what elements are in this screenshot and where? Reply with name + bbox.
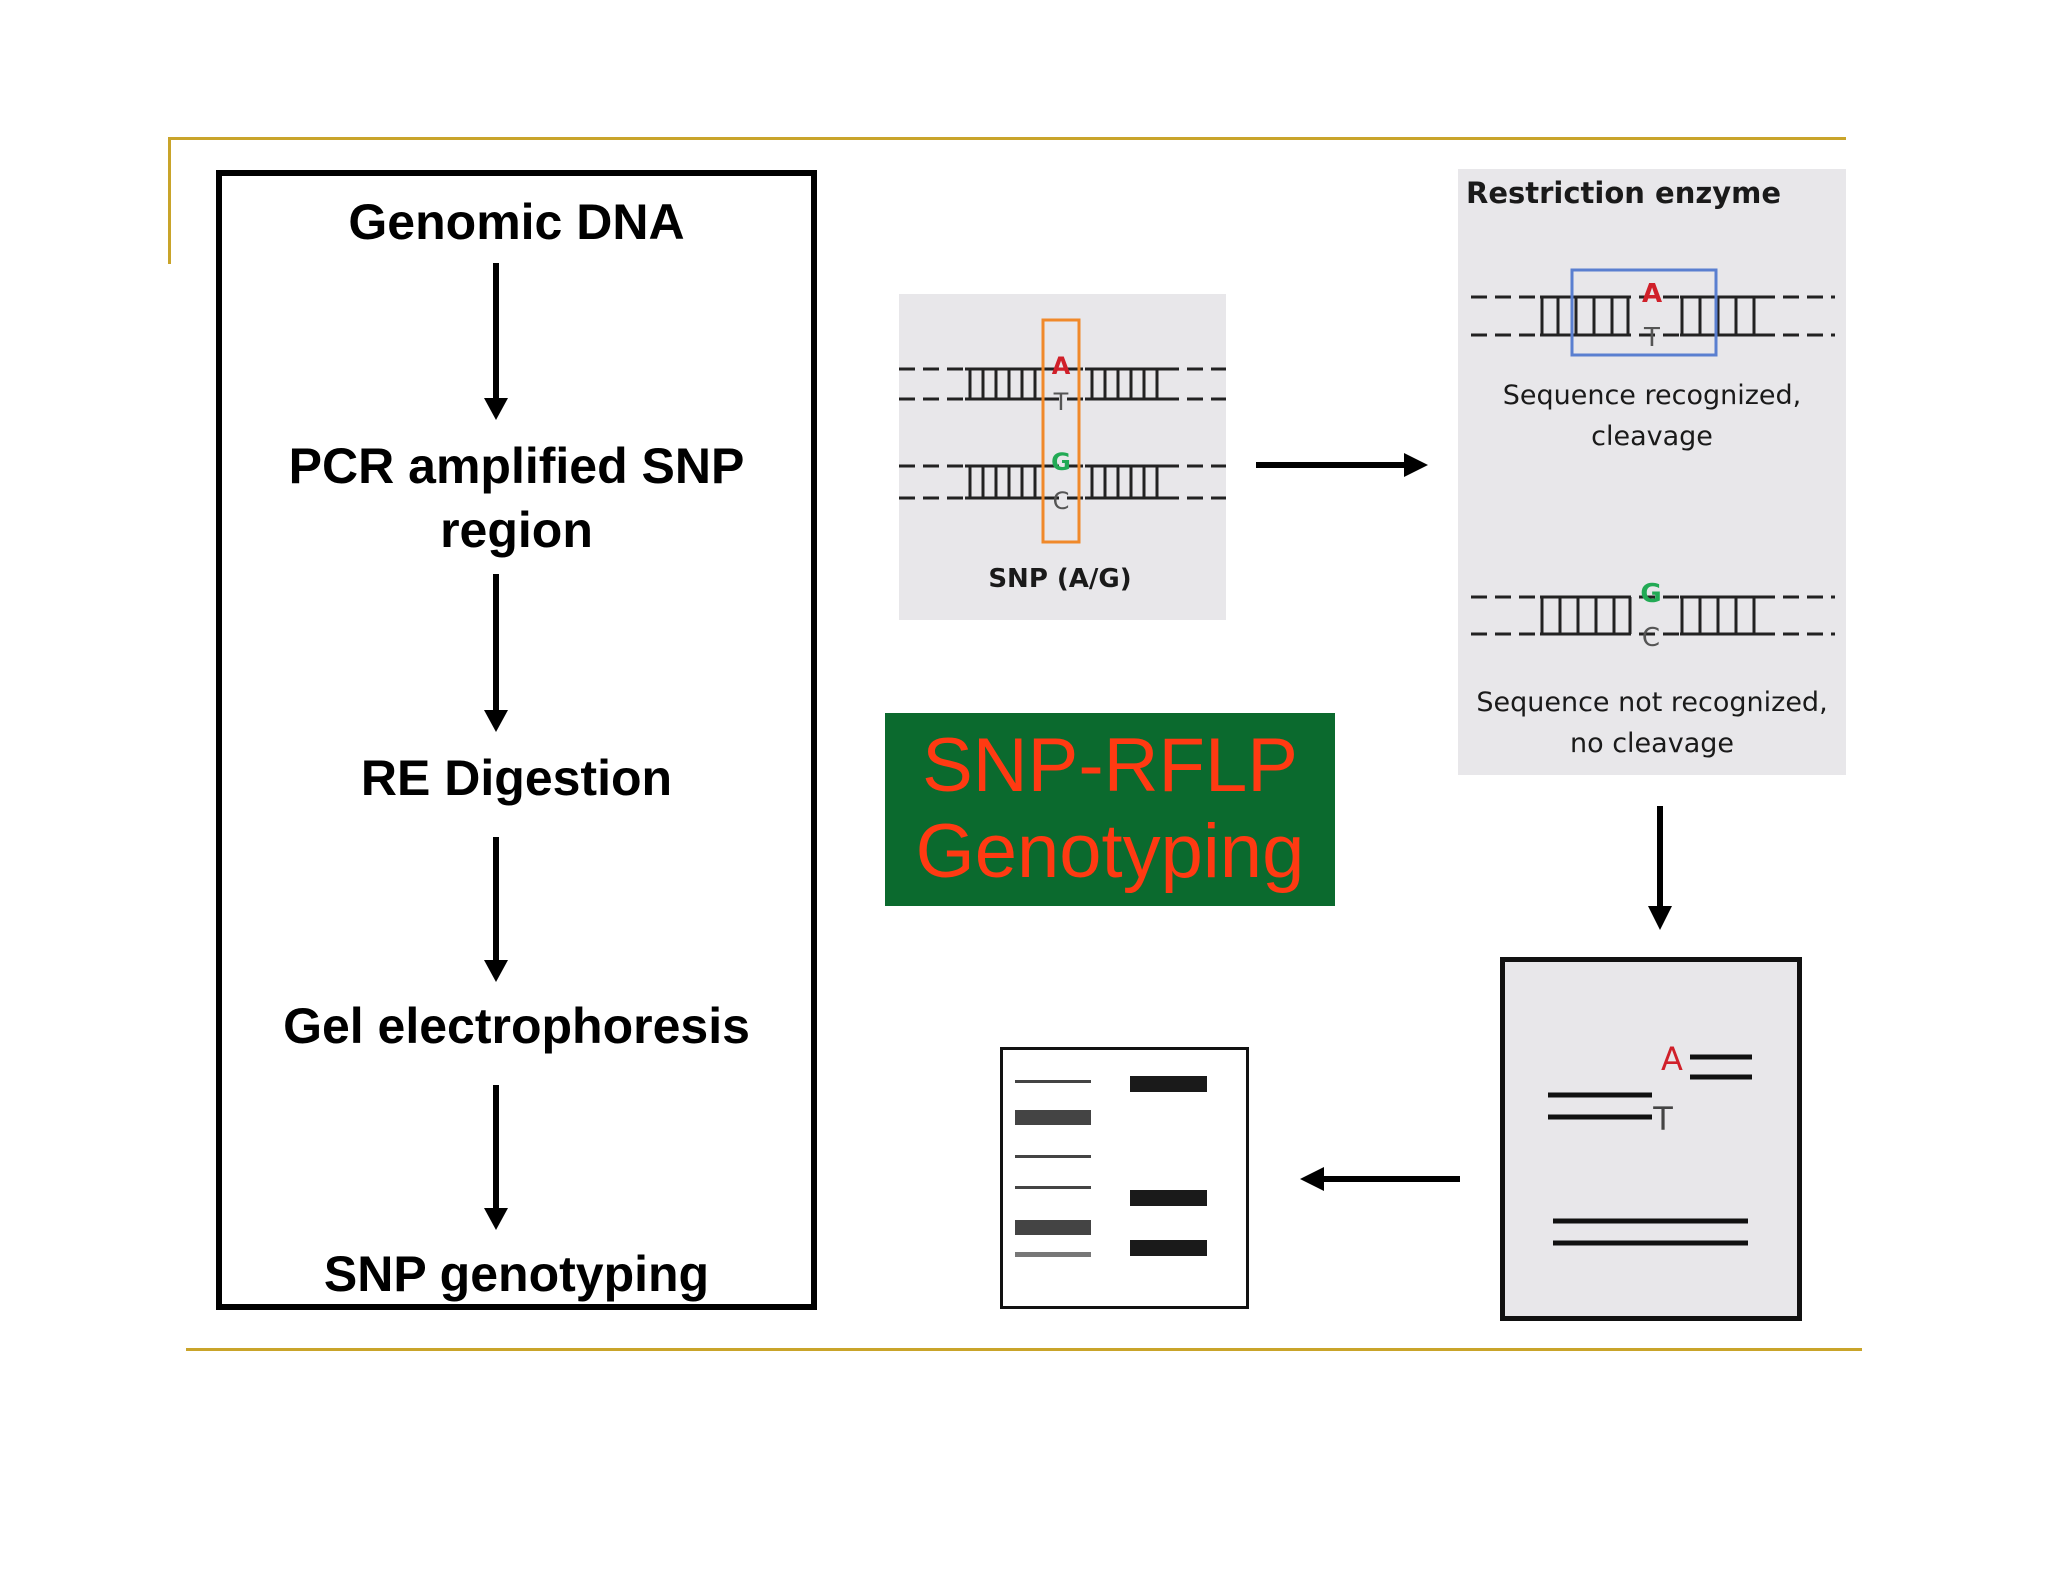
unrecognized-caption-1: Sequence not recognized,	[1476, 687, 1828, 718]
unrecognized-caption-2: no cleavage	[1570, 728, 1734, 759]
snp-base-g: G	[1051, 448, 1071, 476]
unrecognized-base-c: C	[1641, 623, 1661, 653]
recognized-caption-1: Sequence recognized,	[1502, 380, 1802, 411]
step-re-digestion: RE Digestion	[360, 750, 673, 806]
gel-bands	[1015, 1076, 1207, 1257]
recognized-dna-strands	[1471, 295, 1835, 337]
bottom-gold-rule	[186, 1348, 1862, 1351]
snp-base-c: C	[1052, 487, 1070, 515]
recognized-base-a: A	[1641, 279, 1663, 309]
fragment-panel	[1500, 957, 1802, 1321]
snp-rflp-banner: SNP-RFLP Genotyping	[885, 713, 1335, 906]
fragment-base-t: T	[1653, 1100, 1673, 1138]
snp-caption: SNP (A/G)	[988, 564, 1132, 594]
banner-line-2: Genotyping	[915, 809, 1305, 894]
snp-base-a: A	[1051, 352, 1071, 380]
process-arrows	[1256, 453, 1672, 1191]
arrowhead-4	[484, 1208, 508, 1230]
arrow-down-head	[1648, 906, 1672, 930]
recognized-base-t: T	[1644, 323, 1660, 353]
arrow-right-head	[1404, 453, 1428, 477]
left-gold-rule	[168, 137, 171, 264]
cut-fragments	[1548, 1054, 1752, 1246]
arrow-left-head	[1300, 1167, 1324, 1191]
step-snp-genotyping: SNP genotyping	[323, 1246, 710, 1302]
snp-dna-strands	[899, 367, 1226, 500]
workflow-box: Genomic DNA PCR amplified SNP region RE …	[216, 170, 817, 1310]
unrecognized-dna-strands	[1471, 595, 1835, 636]
step-genomic-dna: Genomic DNA	[348, 194, 685, 250]
arrowhead-1	[484, 398, 508, 420]
step-pcr-amplified: PCR amplified SNP region	[288, 438, 745, 558]
banner-line-1: SNP-RFLP	[922, 723, 1298, 808]
snp-panel	[899, 294, 1226, 620]
recognized-caption-2: cleavage	[1591, 421, 1713, 452]
top-gold-rule	[168, 137, 1846, 140]
arrowhead-3	[484, 960, 508, 982]
gel-panel	[1000, 1047, 1249, 1309]
step-gel-electrophoresis: Gel electrophoresis	[283, 998, 750, 1054]
enzyme-title: Restriction enzyme	[1466, 176, 1782, 210]
unrecognized-base-g: G	[1640, 579, 1662, 609]
arrowhead-2	[484, 710, 508, 732]
fragment-base-a: A	[1661, 1040, 1683, 1078]
snp-base-t: T	[1053, 388, 1069, 416]
recognition-site-box	[1570, 268, 1718, 357]
snp-highlight-box	[1041, 318, 1081, 544]
